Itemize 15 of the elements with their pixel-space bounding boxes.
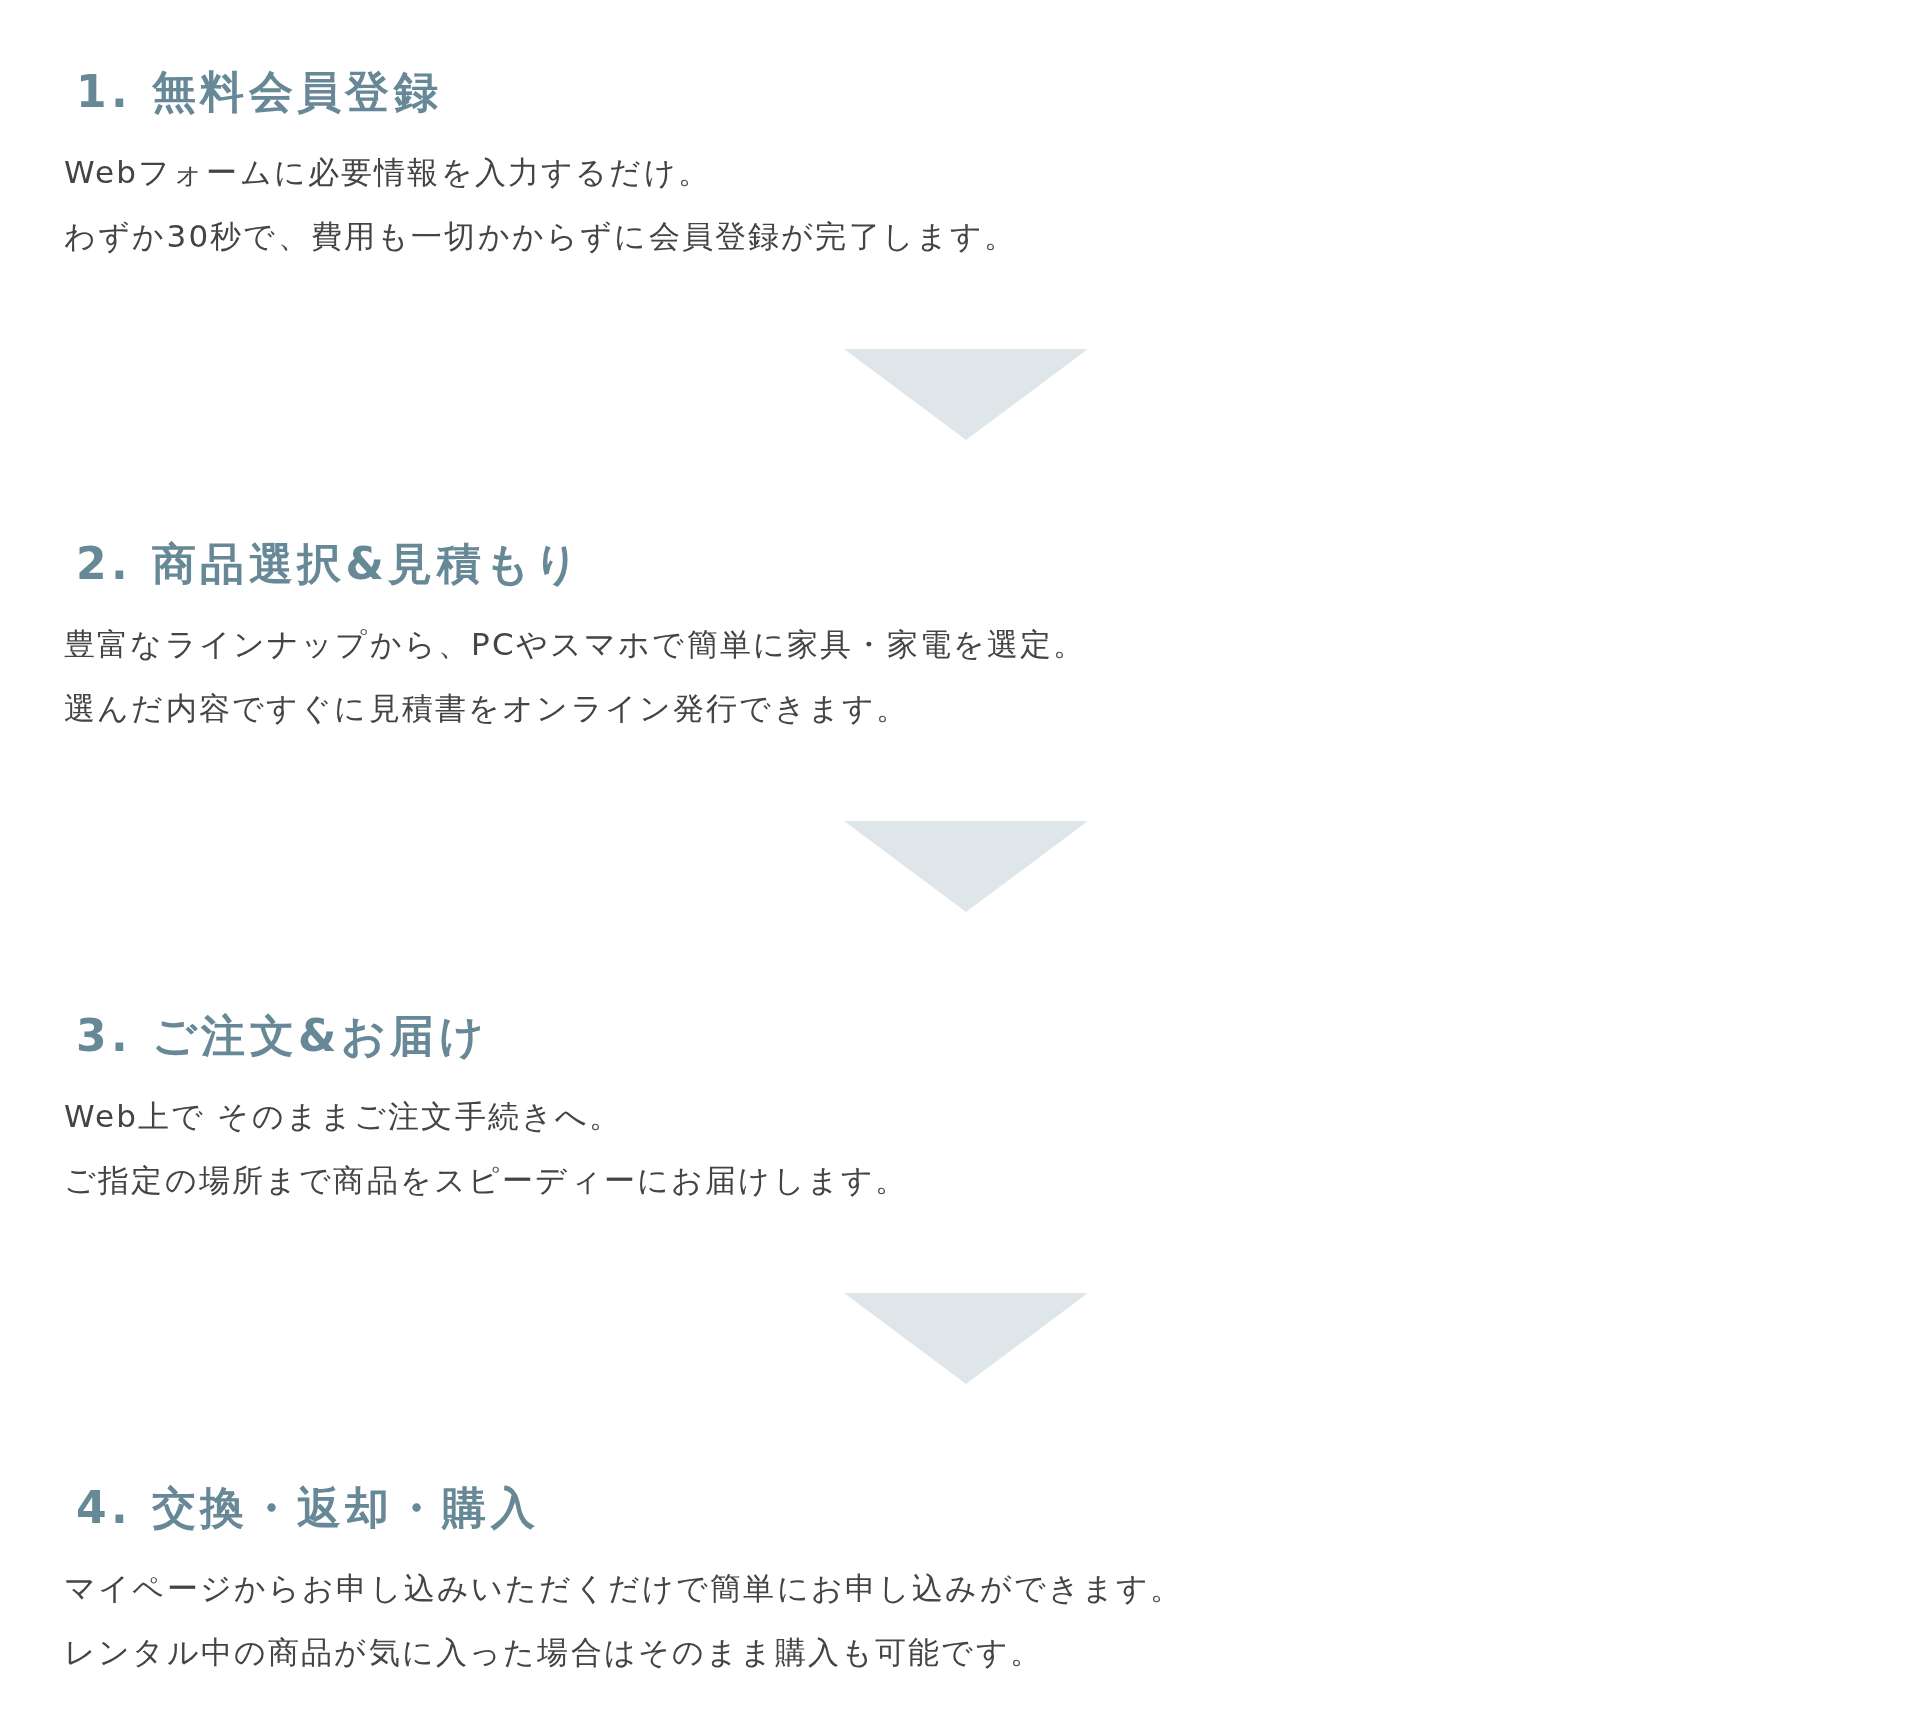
description-text: ご指定の場所まで商品をスピーディーにお届けします。 <box>64 1161 909 1200</box>
step-heading: 4. 交換・返却・購入 <box>75 1482 540 1534</box>
description-text: レンタル中の商品が気に入った場合はそのまま購入も可能です。 <box>64 1633 1043 1672</box>
description-text: マイページからお申し込みいただくだけで簡単にお申し込みができます。 <box>64 1569 1184 1608</box>
step-heading: 1. 無料会員登録 <box>75 66 443 118</box>
down-arrow <box>844 1293 1088 1384</box>
description-text: 豊富なラインナップから、PCやスマホで簡単に家具・家電を選定。 <box>64 625 1087 664</box>
step-heading: 3. ご注文&お届け <box>75 1010 489 1062</box>
down-arrow <box>844 349 1088 440</box>
step-heading: 2. 商品選択&見積もり <box>75 538 584 590</box>
description-text: Web上で そのままご注文手続きへ。 <box>64 1097 623 1136</box>
description-text: Webフォームに必要情報を入力するだけ。 <box>64 153 711 192</box>
description-text: 選んだ内容ですぐに見積書をオンライン発行できます。 <box>64 689 910 728</box>
down-arrow <box>844 821 1088 912</box>
description-text: わずか30秒で、費用も一切かからずに会員登録が完了します。 <box>64 217 1018 256</box>
